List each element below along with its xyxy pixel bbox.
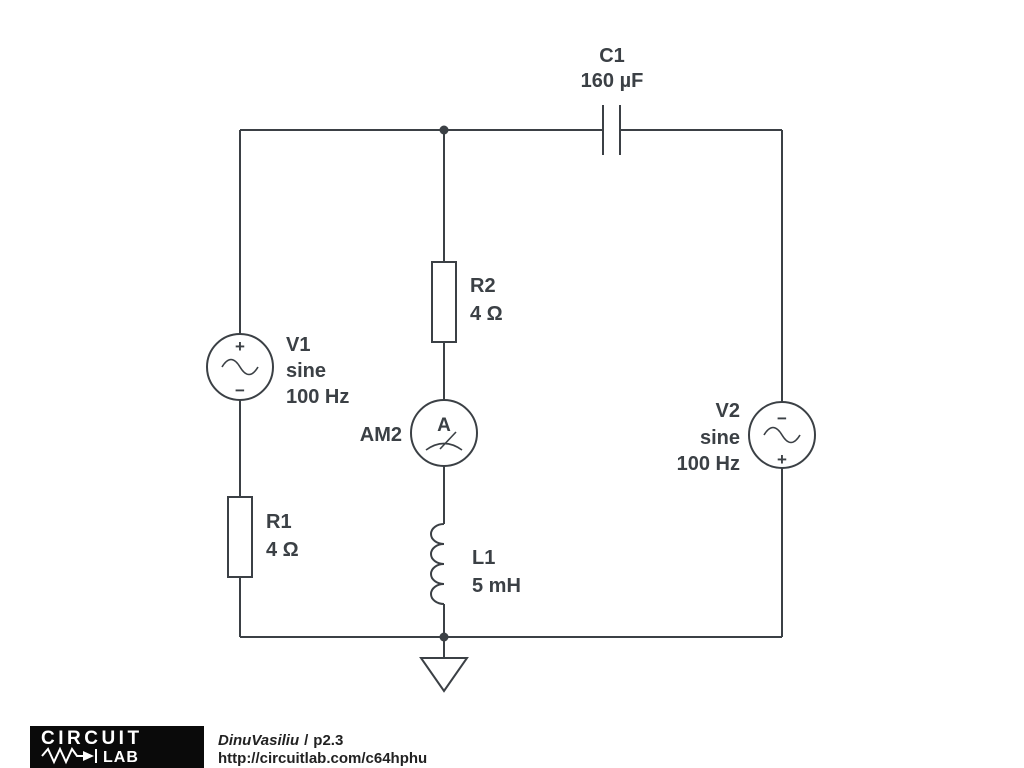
author-name: DinuVasiliu [218,732,299,749]
resistor-r2: R2 4 Ω [431,261,503,343]
c1-name-label: C1 [599,45,625,67]
v1-waveform-label: sine [286,360,326,382]
logo-resistor-zigzag-icon [41,746,83,765]
l1-value-label: 5 mH [472,575,521,597]
r2-name-label: R2 [470,275,496,297]
resistor-r1: R1 4 Ω [227,496,299,578]
r2-body [431,261,457,343]
v2-frequency-label: 100 Hz [677,453,740,475]
v2-plus-sign: + [777,450,787,469]
v1-frequency-label: 100 Hz [286,386,349,408]
footer-credits: DinuVasiliu /p2.3 http://circuitlab.com/c… [218,732,427,767]
junction-dot-top [439,125,449,135]
inductor-l1: L1 5 mH [430,523,521,605]
c1-value-label: 160 µF [581,70,644,92]
am2-scale-arc-icon [425,442,463,451]
circuitlab-logo: CIRCUIT LAB [30,726,204,768]
circuit-url[interactable]: http://circuitlab.com/c64hphu [218,750,427,767]
wires [239,129,783,658]
r2-value-label: 4 Ω [470,303,503,325]
footer-author-line: DinuVasiliu /p2.3 [218,732,343,749]
v1-sine-icon [221,358,259,376]
v2-name-label: V2 [716,400,740,422]
voltage-source-v1: + − V1 sine 100 Hz [206,333,349,408]
v1-name-label: V1 [286,334,310,356]
logo-circuit-text: CIRCUIT [41,728,143,749]
l1-coil [430,523,445,605]
r1-body [227,496,253,578]
junction-dot-bottom [439,632,449,642]
v2-waveform-label: sine [700,427,740,449]
v1-plus-sign: + [235,337,245,356]
v2-minus-sign: − [777,409,787,428]
l1-name-label: L1 [472,547,495,569]
capacitor-c1: C1 160 µF [581,45,644,155]
ground-symbol [419,657,469,693]
ammeter-am2: A AM2 [360,399,478,467]
logo-lab-text: LAB [103,749,139,766]
am2-name-label: AM2 [360,424,402,446]
circuit-title: p2.3 [313,732,343,749]
voltage-source-v2: − + V2 sine 100 Hz [677,400,816,475]
r1-name-label: R1 [266,511,292,533]
v2-sine-icon [763,426,801,444]
ground-triangle [419,657,469,693]
v1-minus-sign: − [235,381,245,400]
logo-background [30,726,204,768]
am2-needle-icon [439,431,457,450]
am2-meter-letter: A [437,415,451,436]
separator: / [304,732,309,749]
capacitor-plates [602,105,621,155]
logo-arrow-icon [83,751,94,761]
r1-value-label: 4 Ω [266,539,299,561]
